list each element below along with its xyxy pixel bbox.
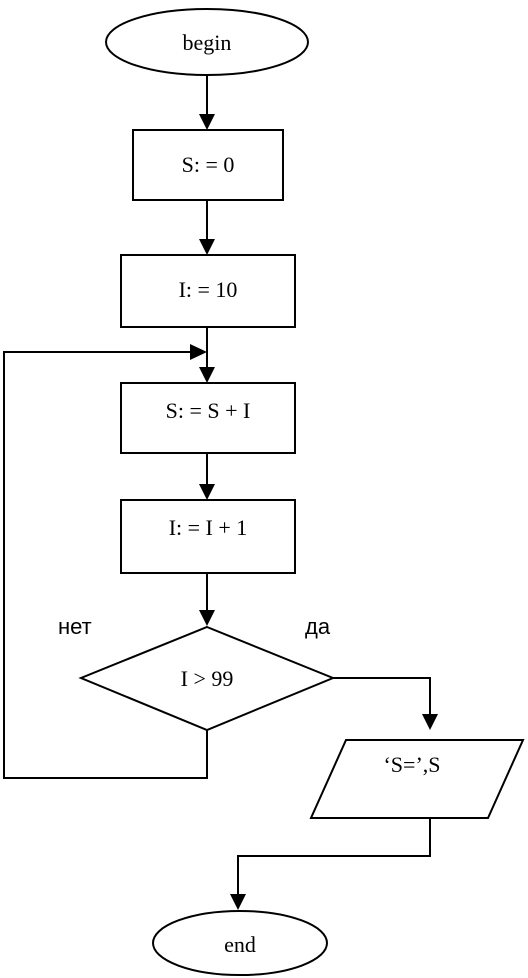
connector-output-to-end — [237, 818, 431, 896]
arrowhead-i-init — [199, 239, 215, 255]
arrowhead-increment — [199, 484, 215, 500]
arrowhead-s-init — [199, 114, 215, 130]
process-s-init-label: S: = 0 — [182, 152, 235, 177]
output-label: ‘S=’,S — [383, 752, 440, 777]
arrowhead-end — [230, 894, 246, 910]
process-increment — [120, 499, 296, 574]
loop-back-arrowhead — [190, 344, 207, 360]
arrowhead-condition — [199, 610, 215, 626]
connector-yes-to-output — [333, 677, 431, 716]
process-increment-label: I: = I + 1 — [169, 515, 248, 540]
process-add — [120, 382, 296, 454]
process-add-label: S: = S + I — [166, 398, 251, 423]
decision-condition — [78, 625, 336, 732]
end-label: end — [224, 932, 256, 957]
arrowhead-output — [422, 714, 438, 730]
branch-no-label: нет — [58, 614, 92, 639]
start-label: begin — [183, 30, 232, 55]
decision-condition-label: I > 99 — [181, 666, 234, 691]
branch-yes-label: да — [305, 614, 331, 639]
arrowhead-add — [199, 367, 215, 383]
end-terminator — [152, 910, 328, 976]
process-i-init-label: I: = 10 — [179, 277, 238, 302]
output-parallelogram — [309, 739, 525, 819]
process-s-init — [132, 129, 284, 201]
loop-back-connector — [3, 351, 208, 779]
